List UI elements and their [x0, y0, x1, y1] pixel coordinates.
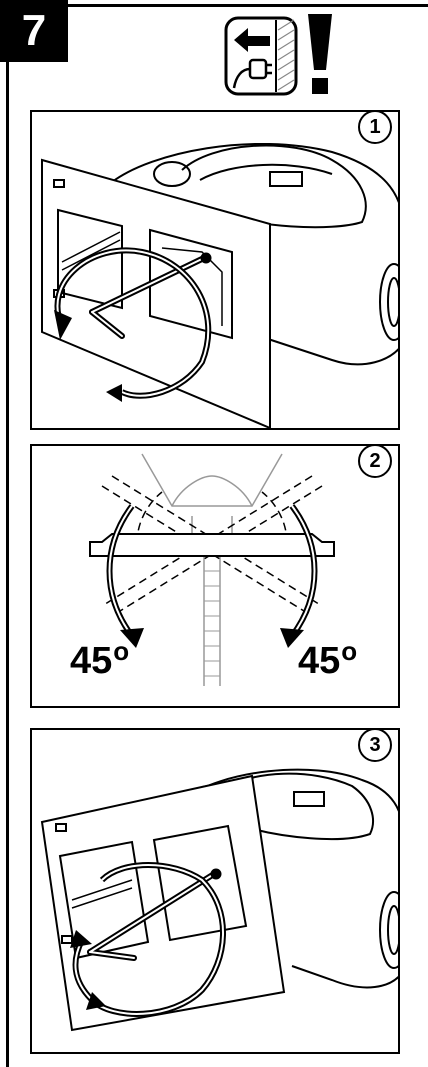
panel-3-illustration	[40, 768, 398, 1032]
unplug-warning-icon	[224, 16, 298, 96]
panel-1: 1	[30, 110, 400, 430]
left-rule	[6, 60, 9, 1067]
step-number-badge: 7	[0, 0, 68, 62]
angle-right-label: 45o	[298, 638, 357, 682]
top-rule	[60, 4, 428, 7]
exclamation-icon	[308, 14, 332, 94]
angle-left-label: 45o	[70, 638, 129, 682]
panel-3: 3	[30, 728, 400, 1054]
panel-2-illustration	[89, 453, 335, 686]
panel-2-number: 2	[358, 446, 392, 478]
angle-right-degree: o	[341, 636, 358, 666]
panel-1-illustration	[41, 143, 398, 428]
angle-left-degree: o	[113, 636, 130, 666]
angle-left-value: 45	[70, 640, 113, 682]
panel-1-number: 1	[358, 112, 392, 144]
panel-2: 45o 45o 2	[30, 444, 400, 708]
panel-3-number: 3	[358, 730, 392, 762]
angle-right-value: 45	[298, 640, 341, 682]
